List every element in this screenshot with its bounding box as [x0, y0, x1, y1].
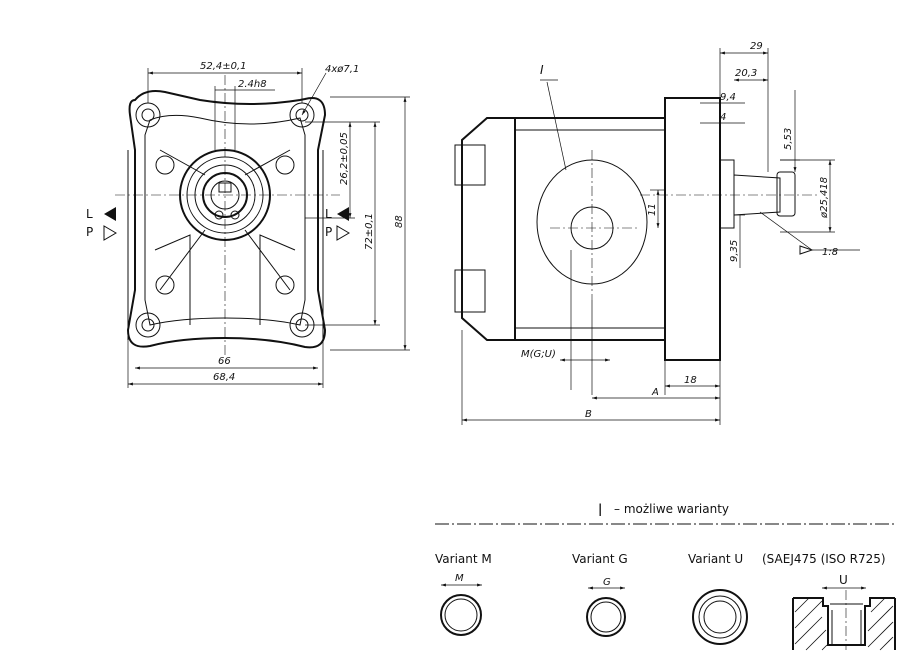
dim-29: 29 [750, 41, 763, 52]
variant-m-title: Variant M [435, 552, 492, 566]
pilot [719, 159, 735, 229]
left-port-P-arrow [103, 225, 117, 241]
marker-I: I [540, 63, 544, 77]
legend-marker: | [598, 502, 602, 516]
variant-u-circle-mid [698, 595, 742, 639]
dim-holes: 4xø7,1 [325, 64, 359, 75]
dim-18: 18 [684, 375, 697, 386]
bolt-hole-bottom-left [135, 312, 161, 338]
front-flange-inner [144, 114, 306, 326]
variant-g-letter: G [603, 577, 611, 588]
port-boss-tr [275, 155, 295, 175]
dim-9-35: 9,35 [729, 240, 740, 262]
variant-u-circle-outer [692, 589, 748, 645]
variant-g-circle-outer [586, 597, 626, 637]
rear-lug-top [454, 144, 486, 186]
shaft-nut [776, 171, 796, 217]
variant-standard: (SAEJ475 (ISO R725) [762, 552, 886, 566]
rear-lug-bottom [454, 269, 486, 313]
variant-m: Variant M M [435, 552, 492, 636]
side-view: I 29 20,3 9,4 4 5,53 ø25,418 11 9,35 1 [454, 41, 860, 425]
dim-5-53: 5,53 [783, 128, 794, 150]
dim-A: A [651, 387, 659, 398]
section-u-letter: U [839, 573, 848, 587]
bolt-hole-top-left [135, 102, 161, 128]
variant-g-title: Variant G [572, 552, 628, 566]
front-view: 52,4±0,1 2.4h8 4xø7,1 26,2±0,05 72±0,1 8… [86, 61, 410, 388]
right-port-L-arrow [337, 207, 349, 221]
right-port-P-arrow [336, 225, 350, 241]
dim-shaft: ø25,418 [819, 177, 830, 219]
dim-9-4: 9,4 [720, 92, 736, 103]
left-port-P: P [86, 225, 93, 239]
legend: | – możliwe warianty [435, 502, 895, 525]
taper: 1:8 [822, 247, 838, 258]
right-port-P: P [325, 225, 332, 239]
dim-vertical-large: 72±0,1 [364, 213, 375, 250]
dim-width-inner: 66 [218, 356, 231, 367]
right-port-L: L [325, 207, 332, 221]
dim-B: B [585, 409, 592, 420]
port-boss-tl [155, 155, 175, 175]
front-flange [664, 97, 721, 361]
dim-bolt-spacing: 52,4±0,1 [200, 61, 247, 72]
variant-g: Variant G G [572, 552, 628, 637]
front-ribs [154, 234, 296, 325]
port-boss-bl [155, 275, 175, 295]
dim-4: 4 [720, 112, 726, 123]
dim-width-outer: 68,4 [213, 372, 235, 383]
dim-20-3: 20,3 [735, 68, 757, 79]
section-hatch [794, 597, 894, 651]
tapered-shaft [733, 174, 781, 216]
rear-cover [461, 117, 516, 341]
dim-vertical-small: 26,2±0,05 [339, 132, 350, 185]
dim-height: 88 [394, 215, 405, 228]
dim-11: 11 [647, 203, 658, 216]
left-port-L: L [86, 207, 93, 221]
port-label: M(G;U) [521, 349, 556, 360]
variant-g-circle-inner [590, 601, 622, 633]
front-spokes [159, 149, 291, 291]
variant-m-circle-outer [440, 594, 482, 636]
left-port-L-arrow [104, 207, 116, 221]
variant-m-letter: M [455, 573, 464, 584]
variant-u: Variant U (SAEJ475 (ISO R725) [688, 552, 886, 645]
port-boss-br [275, 275, 295, 295]
front-flange-outline [126, 90, 327, 349]
variant-u-title: Variant U [688, 552, 743, 566]
variant-m-circle-inner [444, 598, 478, 632]
section-u: U [792, 573, 896, 651]
legend-text: – możliwe warianty [614, 502, 729, 516]
variant-u-circle-inner [703, 600, 737, 634]
dim-pilot: 2.4h8 [238, 79, 267, 90]
